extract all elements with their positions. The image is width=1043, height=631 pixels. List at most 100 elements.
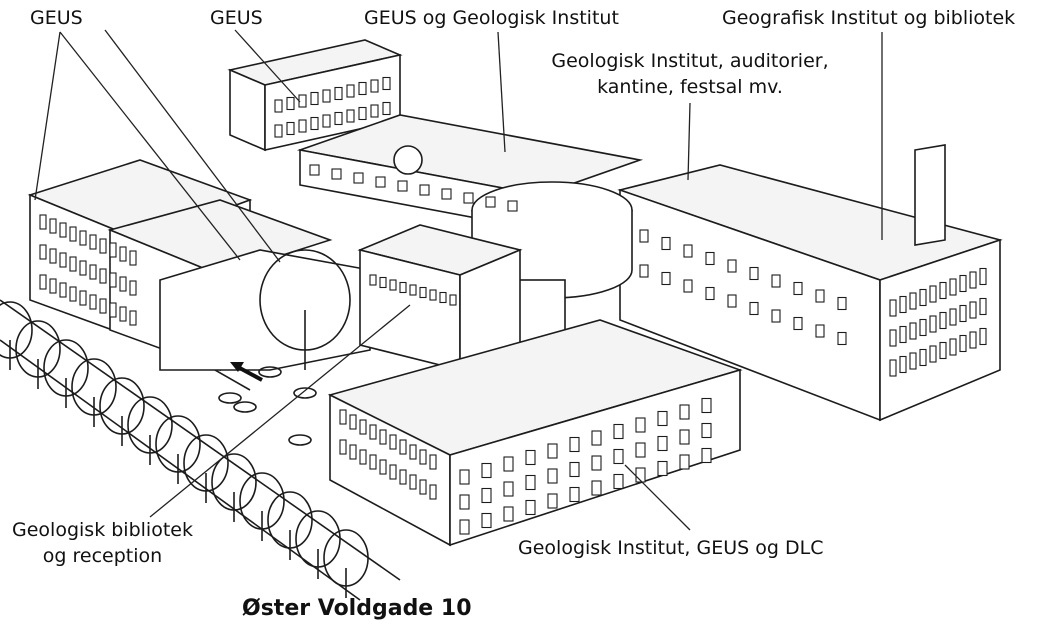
window: [79, 290, 87, 306]
window: [459, 469, 470, 485]
window: [129, 280, 137, 296]
courtyard-tree: [259, 249, 351, 370]
window: [481, 512, 492, 529]
window: [591, 480, 602, 496]
window: [346, 109, 355, 123]
window: [409, 444, 417, 460]
window: [89, 234, 97, 250]
window: [59, 282, 67, 298]
window: [837, 331, 847, 346]
window: [569, 436, 580, 453]
window: [949, 338, 957, 356]
window: [322, 114, 331, 128]
window: [409, 284, 417, 296]
window: [99, 238, 107, 254]
window: [959, 274, 967, 293]
window: [39, 244, 47, 260]
window: [679, 429, 690, 445]
window: [591, 430, 602, 446]
window: [370, 104, 379, 118]
window: [639, 264, 649, 278]
window: [459, 494, 470, 510]
window: [909, 322, 917, 340]
window: [969, 301, 977, 319]
window: [59, 222, 67, 238]
window: [59, 252, 67, 268]
window: [119, 276, 127, 292]
window: [591, 455, 602, 471]
window: [525, 449, 536, 466]
window: [701, 397, 712, 414]
window: [379, 276, 387, 289]
window: [919, 288, 927, 307]
window: [657, 435, 668, 452]
window: [339, 439, 347, 455]
window: [701, 422, 712, 439]
rotunda: [471, 181, 633, 351]
window: [661, 236, 671, 251]
window: [749, 301, 759, 316]
parked-cars: [218, 366, 317, 446]
car: [288, 434, 312, 446]
window: [683, 279, 693, 293]
window: [399, 281, 407, 294]
label-geografisk: Geografisk Institut og bibliotek: [722, 7, 1016, 29]
window: [399, 439, 407, 455]
label-bibliotek-line1: Geologisk bibliotek: [12, 519, 193, 541]
window: [334, 86, 343, 101]
window: [815, 324, 825, 338]
window: [99, 298, 107, 314]
window: [39, 214, 47, 230]
window: [969, 271, 977, 289]
window: [286, 96, 295, 111]
window: [429, 289, 437, 301]
window: [979, 297, 987, 316]
window: [369, 424, 377, 440]
window: [449, 294, 457, 306]
car: [218, 392, 242, 404]
label-geus-geologisk: GEUS og Geologisk Institut: [364, 7, 619, 29]
window: [274, 99, 283, 113]
window: [525, 474, 536, 491]
window: [889, 329, 897, 347]
window: [459, 519, 470, 535]
window: [679, 454, 690, 470]
window: [815, 289, 825, 303]
window: [507, 200, 518, 212]
window: [419, 184, 430, 196]
window: [370, 79, 379, 93]
window: [389, 434, 397, 450]
window: [727, 294, 737, 308]
window: [379, 429, 387, 445]
label-geus-left: GEUS: [30, 7, 83, 29]
tree-row: [0, 301, 369, 598]
window: [837, 296, 847, 311]
left-wing-building: [27, 159, 371, 372]
window: [683, 244, 693, 258]
label-auditorier-line2: kantine, festsal mv.: [597, 76, 783, 98]
window: [286, 121, 295, 136]
window: [109, 242, 117, 258]
window: [613, 423, 624, 440]
window: [657, 410, 668, 427]
window: [929, 285, 937, 303]
window: [429, 484, 437, 500]
window: [359, 419, 367, 435]
window: [310, 91, 319, 106]
window: [369, 274, 377, 286]
window: [441, 188, 452, 200]
window: [661, 271, 671, 286]
window: [569, 461, 580, 478]
window: [899, 355, 907, 374]
window: [635, 467, 646, 483]
window: [639, 229, 649, 243]
window: [389, 279, 397, 291]
window: [79, 230, 87, 246]
window: [339, 409, 347, 425]
window: [109, 272, 117, 288]
window: [909, 352, 917, 370]
window: [657, 460, 668, 477]
window: [979, 267, 987, 286]
window: [889, 299, 897, 317]
